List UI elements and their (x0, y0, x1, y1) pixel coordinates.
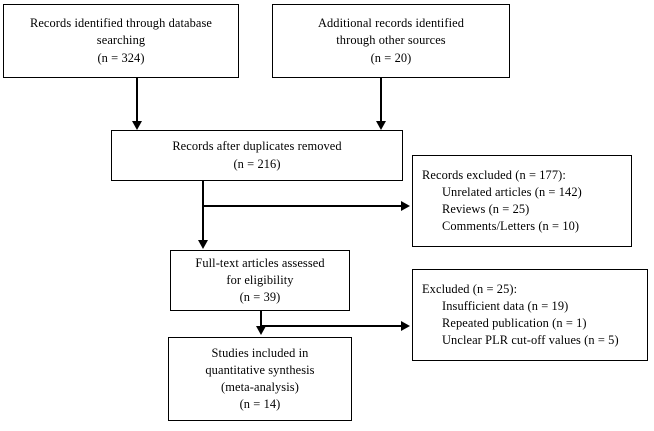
node-line: Reviews (n = 25) (442, 202, 530, 216)
connector-database-to-duplicates (136, 78, 138, 124)
node-line: Insufficient data (n = 19) (442, 298, 569, 313)
connector-fulltext-to-excluded (260, 325, 402, 327)
arrowhead-fulltext-to-excluded (401, 320, 410, 331)
node-line: Records identified through database (29, 16, 213, 31)
node-line: Unclear PLR cut-off values (n = 5) (442, 333, 619, 348)
node-records-excluded: Records excluded (n = 177): Unrelated ar… (412, 155, 632, 247)
arrowhead-other-to-duplicates (375, 121, 386, 130)
node-studies-included: Studies included in quantitative synthes… (168, 337, 352, 421)
arrowhead-duplicates-to-excluded (401, 200, 410, 211)
connector-duplicates-to-excluded (202, 205, 402, 207)
node-line: (n = 14) (239, 397, 281, 412)
node-other-records: Additional records identified through ot… (272, 4, 510, 78)
node-line: searching (96, 33, 146, 48)
connector-other-to-duplicates (380, 78, 382, 124)
node-line: for eligibility (226, 272, 294, 287)
node-line: Repeated publication (n = 1) (442, 316, 587, 330)
node-fulltext-excluded: Excluded (n = 25): Insufficient data (n … (412, 269, 648, 361)
node-line: Unrelated articles (n = 142) (442, 184, 582, 199)
node-line: through other sources (336, 33, 446, 48)
node-line: Full-text articles assessed (195, 255, 325, 270)
node-fulltext-assessed: Full-text articles assessed for eligibil… (170, 250, 350, 311)
connector-duplicates-down (202, 181, 204, 244)
node-line: Records excluded (n = 177): (422, 167, 566, 182)
node-line: Excluded (n = 25): (422, 281, 518, 296)
node-line: (meta-analysis) (221, 380, 299, 394)
node-after-duplicates: Records after duplicates removed (n = 21… (111, 130, 403, 181)
node-line: (n = 20) (370, 50, 412, 65)
node-line: Comments/Letters (n = 10) (442, 219, 580, 234)
node-line: Additional records identified (317, 16, 465, 31)
node-line: Records after duplicates removed (172, 139, 342, 154)
node-database-records: Records identified through database sear… (3, 4, 239, 78)
arrowhead-database-to-duplicates (131, 121, 142, 130)
node-line: (n = 216) (233, 156, 281, 171)
node-line: (n = 39) (239, 290, 281, 305)
arrowhead-duplicates-to-fulltext (198, 240, 208, 249)
node-line: quantitative synthesis (205, 362, 315, 377)
node-line: (n = 324) (97, 50, 145, 65)
node-line: Studies included in (211, 345, 309, 360)
arrowhead-fulltext-to-included (255, 326, 266, 335)
connector-fulltext-down (260, 311, 262, 332)
